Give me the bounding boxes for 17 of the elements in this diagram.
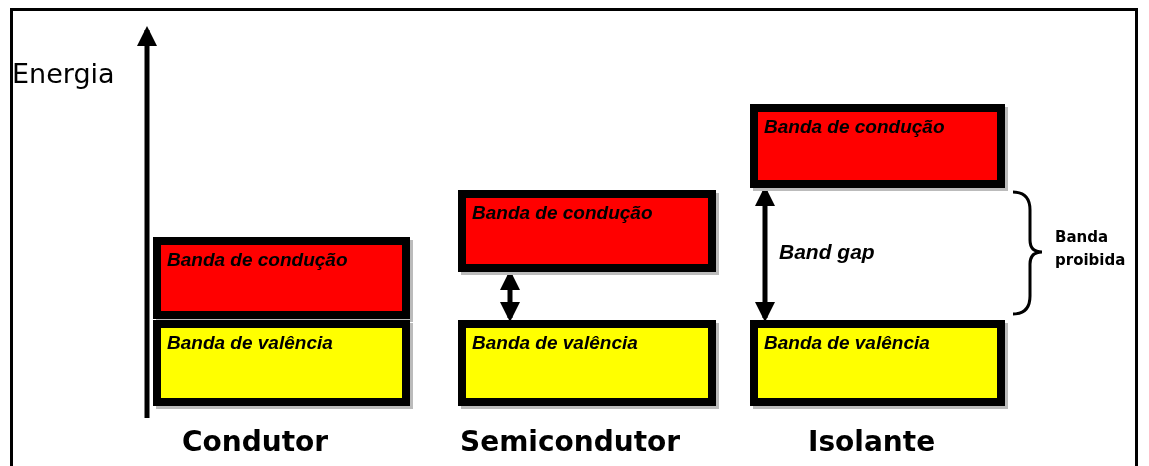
axis-label: Energia xyxy=(12,58,115,89)
valence-band-box xyxy=(153,320,410,406)
band-label: Banda de condução xyxy=(764,116,945,137)
valence-band-box xyxy=(750,320,1005,406)
valence-band-box xyxy=(458,320,716,406)
band-label: Banda de valência xyxy=(472,332,638,353)
band-label: Banda de valência xyxy=(167,332,333,353)
band-label: Banda de valência xyxy=(764,332,930,353)
conduction-band-box xyxy=(153,237,410,319)
material-label: Semicondutor xyxy=(460,425,681,458)
brace-label: Banda proibida xyxy=(1055,227,1127,271)
material-label: Isolante xyxy=(808,425,936,458)
conduction-band-box xyxy=(458,190,716,272)
band-label: Banda de condução xyxy=(167,249,348,270)
band-label: Banda de condução xyxy=(472,202,653,223)
material-label: Condutor xyxy=(182,425,329,458)
conduction-band-box xyxy=(750,104,1005,188)
